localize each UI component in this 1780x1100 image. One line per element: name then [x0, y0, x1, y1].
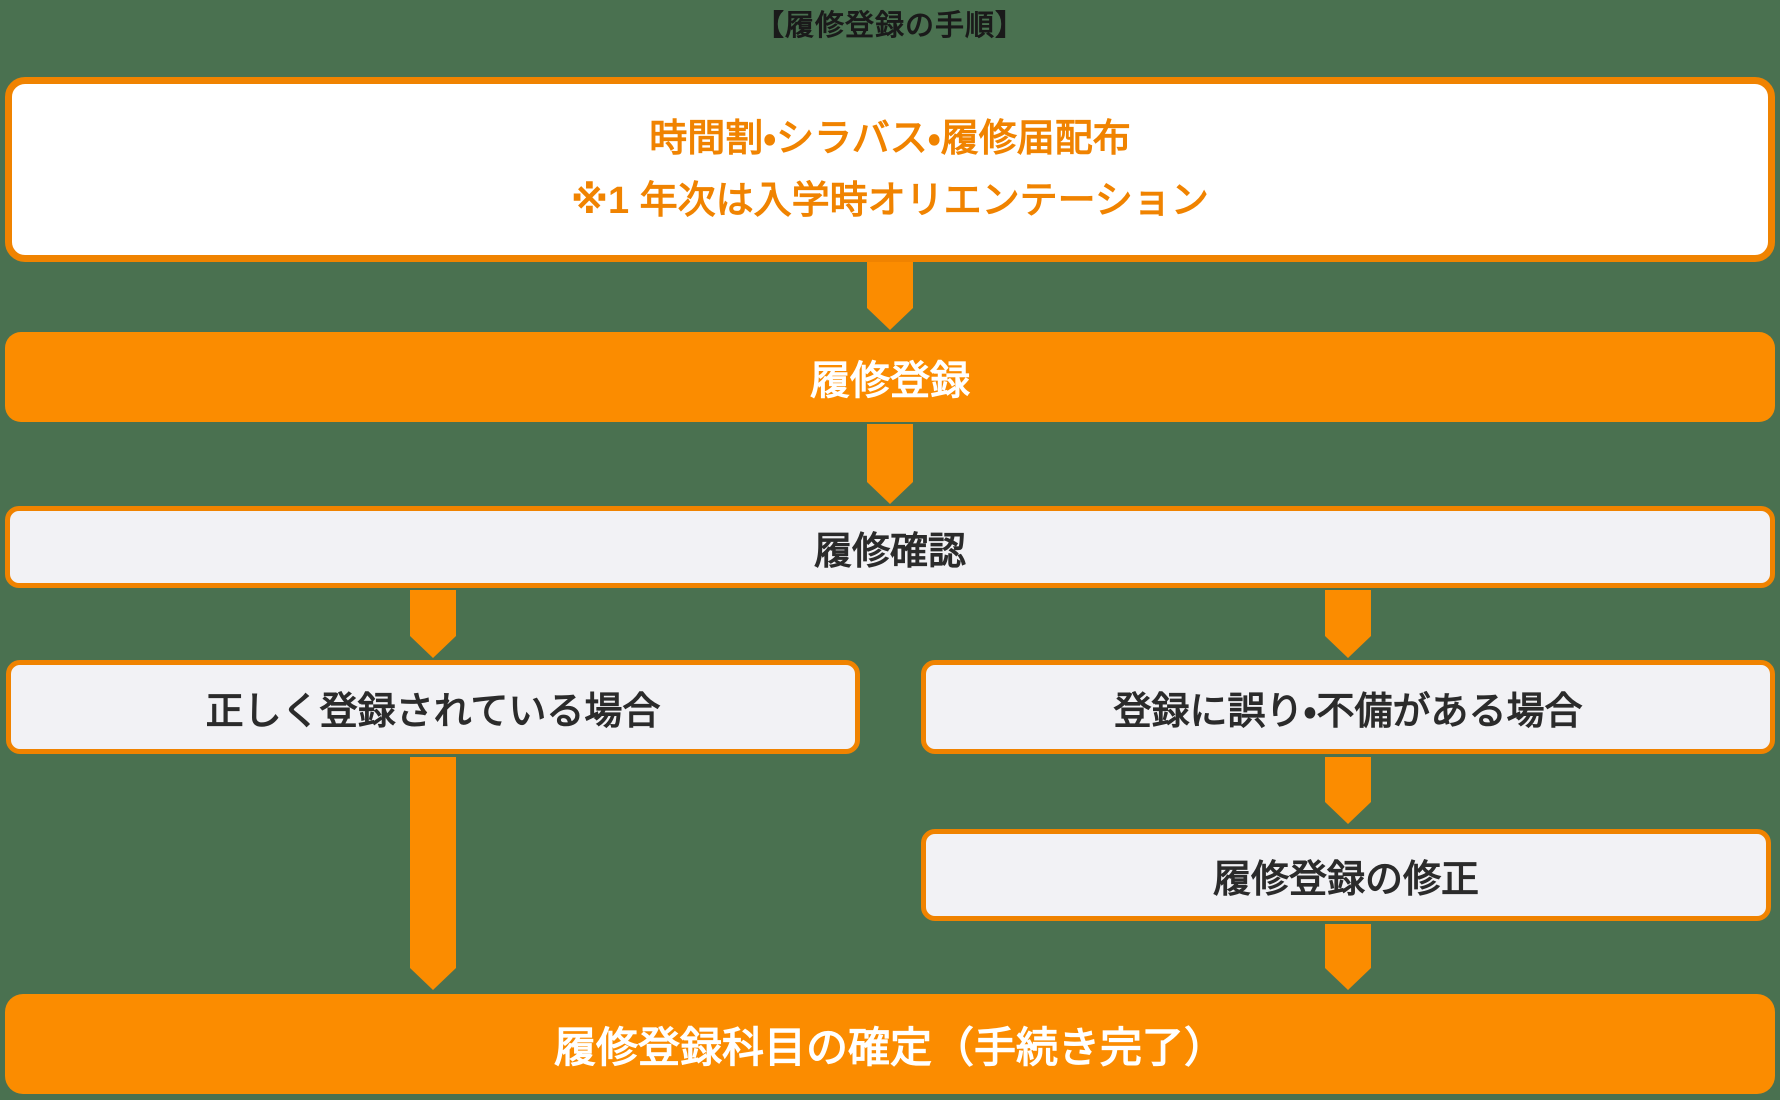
step-registration-box: 履修登録: [5, 332, 1775, 422]
flowchart-title: 【履修登録の手順】: [754, 10, 1025, 42]
arrow-down-icon: [867, 424, 913, 504]
step-confirmation-label: 履修確認: [813, 530, 966, 573]
branch-correct-label: 正しく登録されている場合: [205, 690, 661, 733]
branch-error-box: 登録に誤り・不備がある場合: [921, 660, 1775, 754]
step-confirmation-box: 履修確認: [5, 506, 1775, 588]
step-distribution-note: ※1 年次は入学時オリエンテーション: [571, 179, 1209, 222]
step-fix-label: 履修登録の修正: [1212, 858, 1479, 901]
branch-error-label: 登録に誤り・不備がある場合: [1113, 690, 1583, 733]
step-fix-box: 履修登録の修正: [921, 829, 1771, 921]
arrow-down-right-icon: [1325, 590, 1371, 658]
arrow-down-right-icon: [1325, 757, 1371, 824]
arrow-down-right-icon: [1325, 924, 1371, 990]
arrow-down-long-left-icon: [410, 757, 456, 990]
step-final-box: 履修登録科目の確定（手続き完了）: [5, 994, 1775, 1094]
arrow-down-left-icon: [410, 590, 456, 658]
step-final-label: 履修登録科目の確定（手続き完了）: [553, 1023, 1226, 1071]
arrow-down-icon: [867, 262, 913, 330]
step-registration-label: 履修登録: [810, 359, 970, 403]
branch-correct-box: 正しく登録されている場合: [6, 660, 860, 754]
step-distribution-box: 時間割・シラバス・履修届配布 ※1 年次は入学時オリエンテーション: [5, 77, 1775, 262]
step-distribution-label: 時間割・シラバス・履修届配布: [649, 117, 1131, 160]
